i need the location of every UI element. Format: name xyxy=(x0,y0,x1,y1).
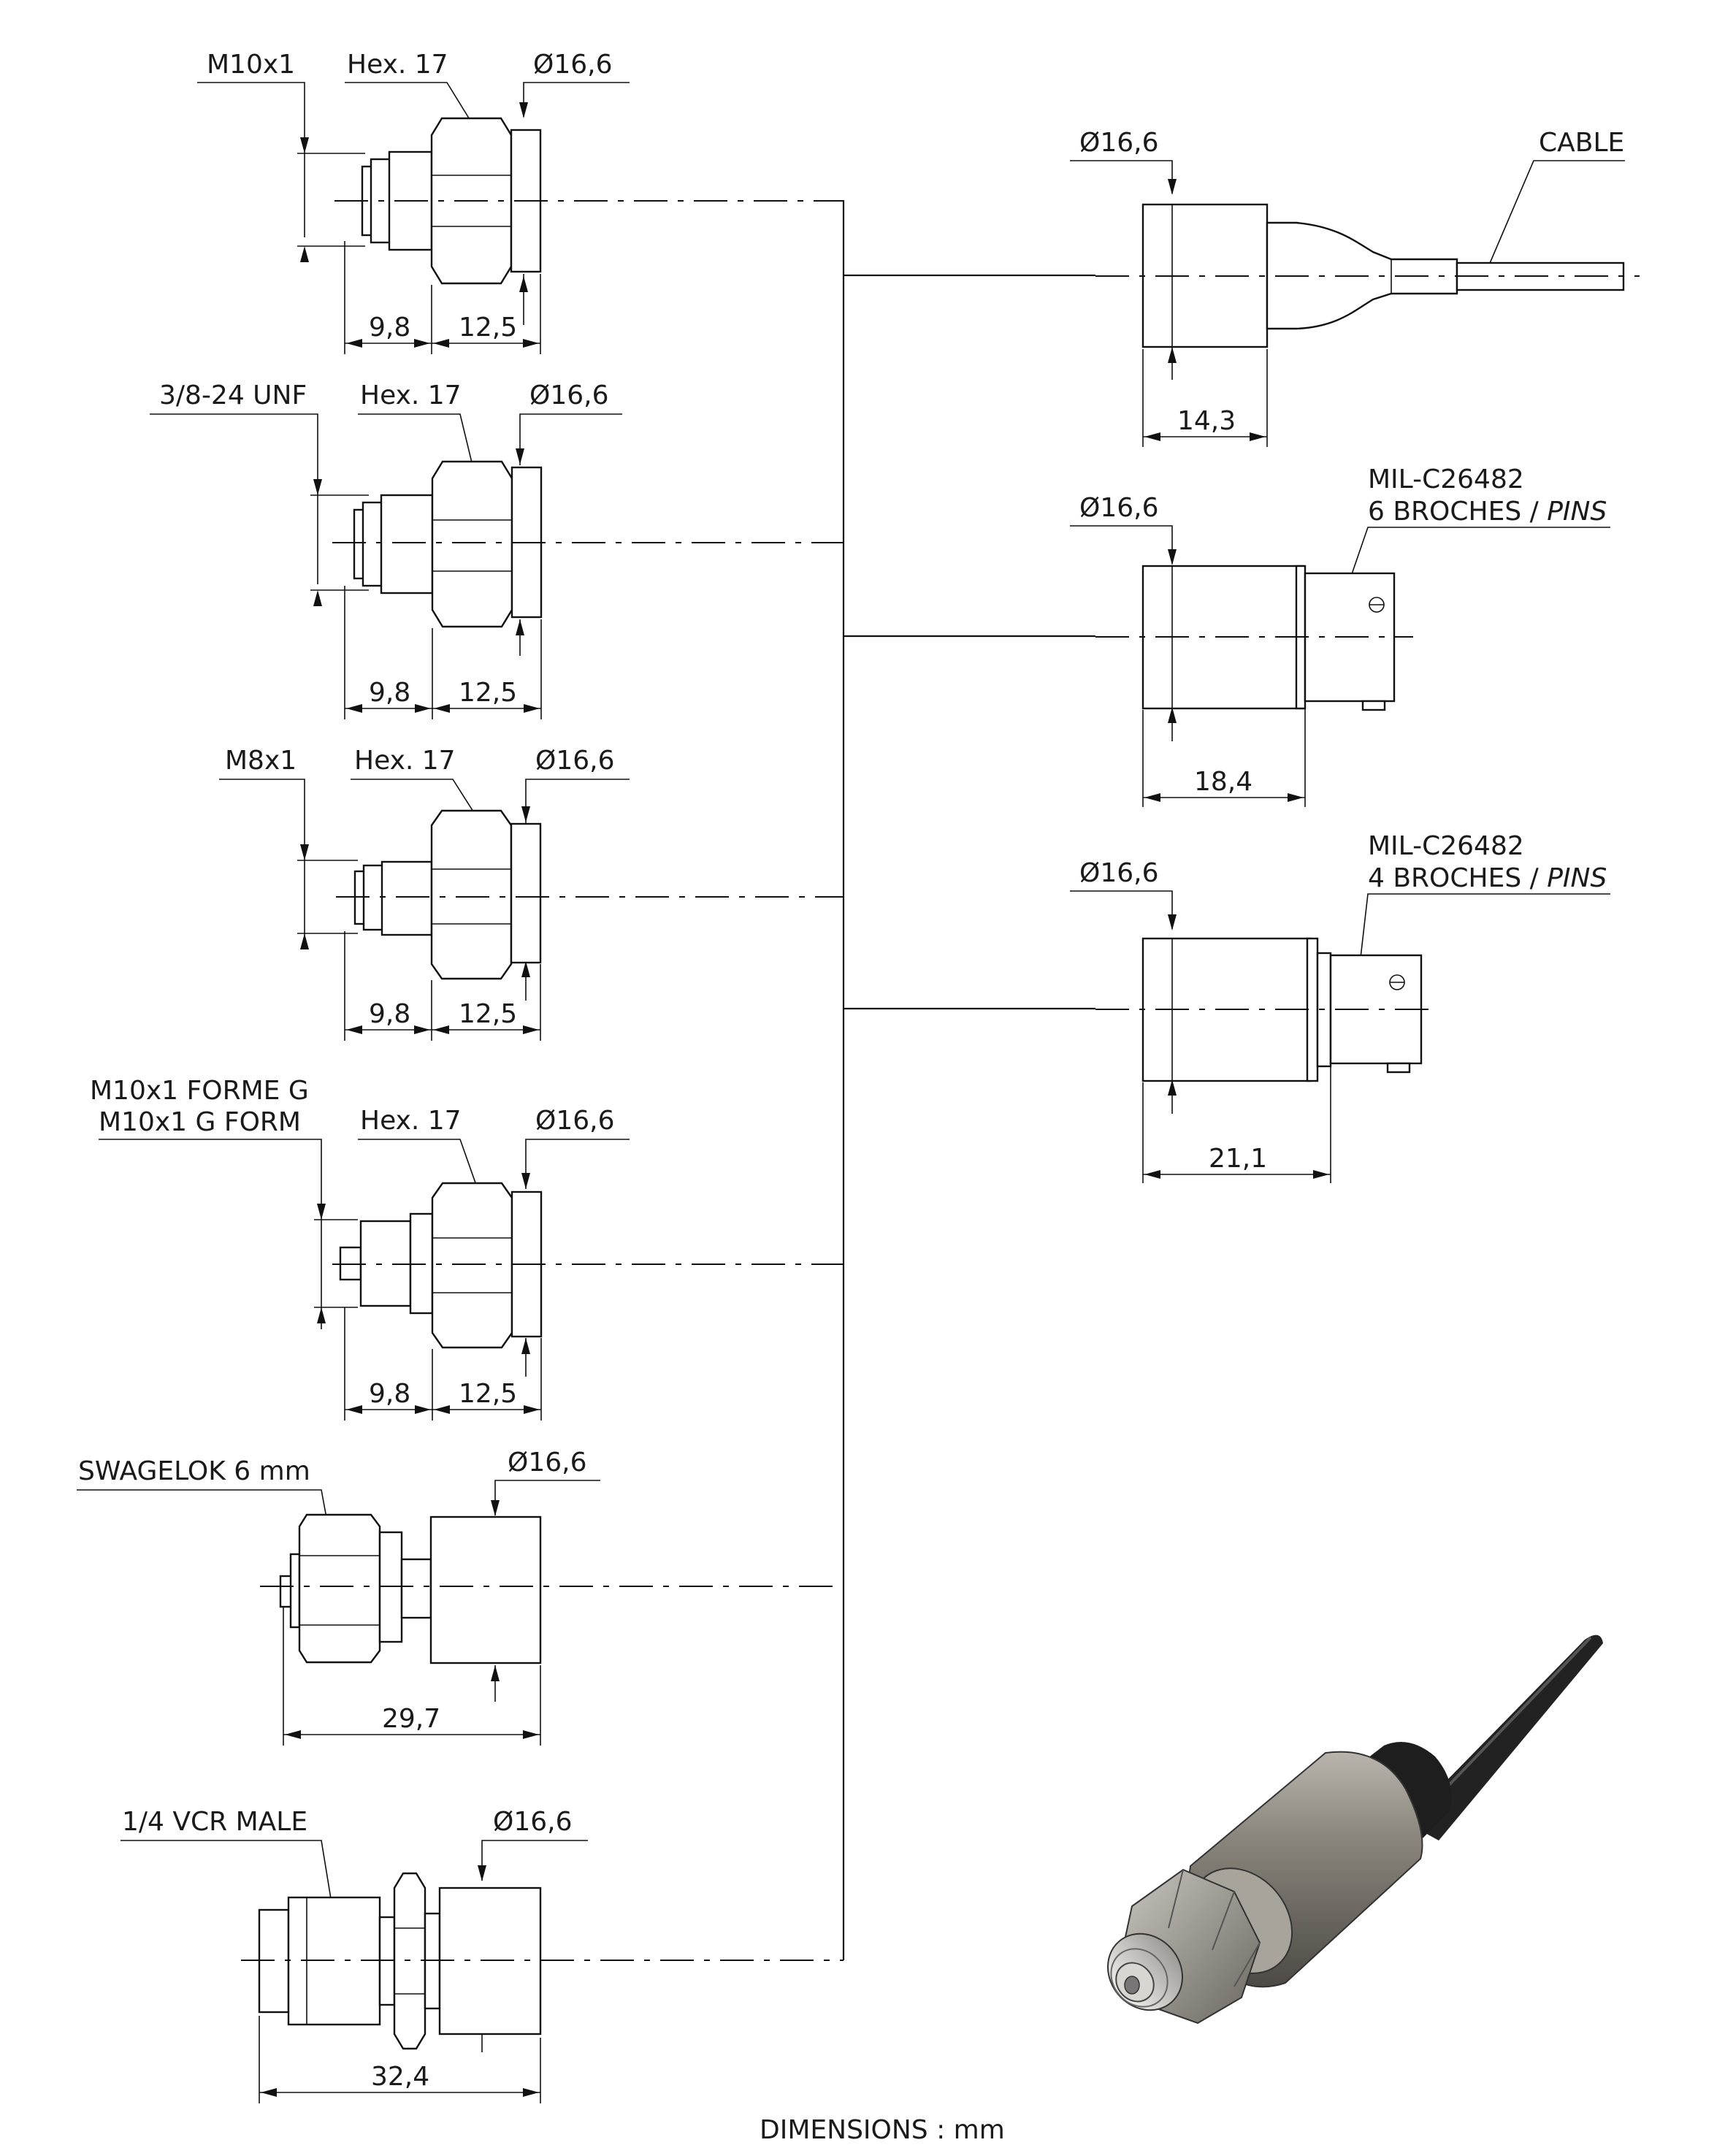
port-dia-label: Ø16,6 xyxy=(508,1448,587,1478)
port-vcr-male: 1/4 VCR MALE Ø16,6 32,4 xyxy=(121,1807,844,2103)
connector-label-2: 4 BROCHES / PINS xyxy=(1368,863,1607,893)
cable-image xyxy=(1406,1635,1603,1840)
product-render xyxy=(1106,1635,1603,2025)
connector-mil-4-pins: Ø16,6 MIL-C26482 4 BROCHES / PINS 21,1 xyxy=(1070,831,1610,1183)
port-m10x1: M10x1 Hex. 17 Ø16,6 9,8 12,5 xyxy=(197,50,844,354)
connector-length: 21,1 xyxy=(1209,1144,1267,1174)
connector-label-2: 6 BROCHES / PINS xyxy=(1368,497,1607,527)
port-thread-label: M10x1 FORME G xyxy=(90,1076,309,1106)
port-length-2: 12,5 xyxy=(459,1379,517,1409)
connector-mil-6-pins: Ø16,6 MIL-C26482 6 BROCHES / PINS 18,4 xyxy=(1070,465,1610,807)
connector-dia-label: Ø16,6 xyxy=(1079,858,1159,888)
port-length: 29,7 xyxy=(382,1704,440,1734)
port-length-1: 9,8 xyxy=(369,999,410,1029)
port-length-1: 9,8 xyxy=(369,313,410,343)
port-hex-label: Hex. 17 xyxy=(360,381,462,410)
port-dia-label: Ø16,6 xyxy=(535,1106,615,1136)
connector-label-1: MIL-C26482 xyxy=(1368,465,1524,494)
port-length-2: 12,5 xyxy=(459,313,517,343)
port-thread-label: 3/8-24 UNF xyxy=(159,381,307,410)
port-length-1: 9,8 xyxy=(369,678,410,708)
port-length: 32,4 xyxy=(371,2062,429,2092)
connector-cable: Ø16,6 CABLE 14,3 xyxy=(1070,128,1640,447)
port-dia-label: Ø16,6 xyxy=(493,1807,573,1837)
connector-dia-label: Ø16,6 xyxy=(1079,128,1159,158)
port-m8x1: M8x1 Hex. 17 Ø16,6 9,8 12,5 xyxy=(219,746,844,1041)
connector-label: CABLE xyxy=(1539,128,1624,158)
connector-length: 18,4 xyxy=(1194,767,1252,797)
connection-bus xyxy=(842,200,1095,1960)
port-dia-label: Ø16,6 xyxy=(533,50,613,80)
port-length-2: 12,5 xyxy=(459,999,517,1029)
port-hex-label: Hex. 17 xyxy=(347,50,448,80)
port-3-8-24-unf: 3/8-24 UNF Hex. 17 Ø16,6 9,8 12,5 xyxy=(150,381,844,719)
port-hex-label: Hex. 17 xyxy=(360,1106,462,1136)
port-thread-label: M8x1 xyxy=(225,746,297,776)
port-length-2: 12,5 xyxy=(459,678,517,708)
connector-length: 14,3 xyxy=(1177,406,1236,436)
port-thread-label: M10x1 xyxy=(207,50,295,80)
connector-label-1: MIL-C26482 xyxy=(1368,831,1524,861)
port-dia-label: Ø16,6 xyxy=(535,746,615,776)
port-swagelok: SWAGELOK 6 mm Ø16,6 29,7 xyxy=(77,1448,844,1746)
dimensions-note: DIMENSIONS : mm xyxy=(760,2115,1005,2145)
port-hex-label: Hex. 17 xyxy=(354,746,456,776)
port-dia-label: Ø16,6 xyxy=(529,381,609,410)
port-length-1: 9,8 xyxy=(369,1379,410,1409)
port-thread-label: 1/4 VCR MALE xyxy=(122,1807,307,1837)
port-thread-label-2: M10x1 G FORM xyxy=(99,1107,301,1137)
port-thread-label: SWAGELOK 6 mm xyxy=(78,1456,310,1486)
port-m10x1-g-form: M10x1 FORME G M10x1 G FORM Hex. 17 Ø16,6… xyxy=(90,1076,844,1421)
connector-dia-label: Ø16,6 xyxy=(1079,493,1159,523)
